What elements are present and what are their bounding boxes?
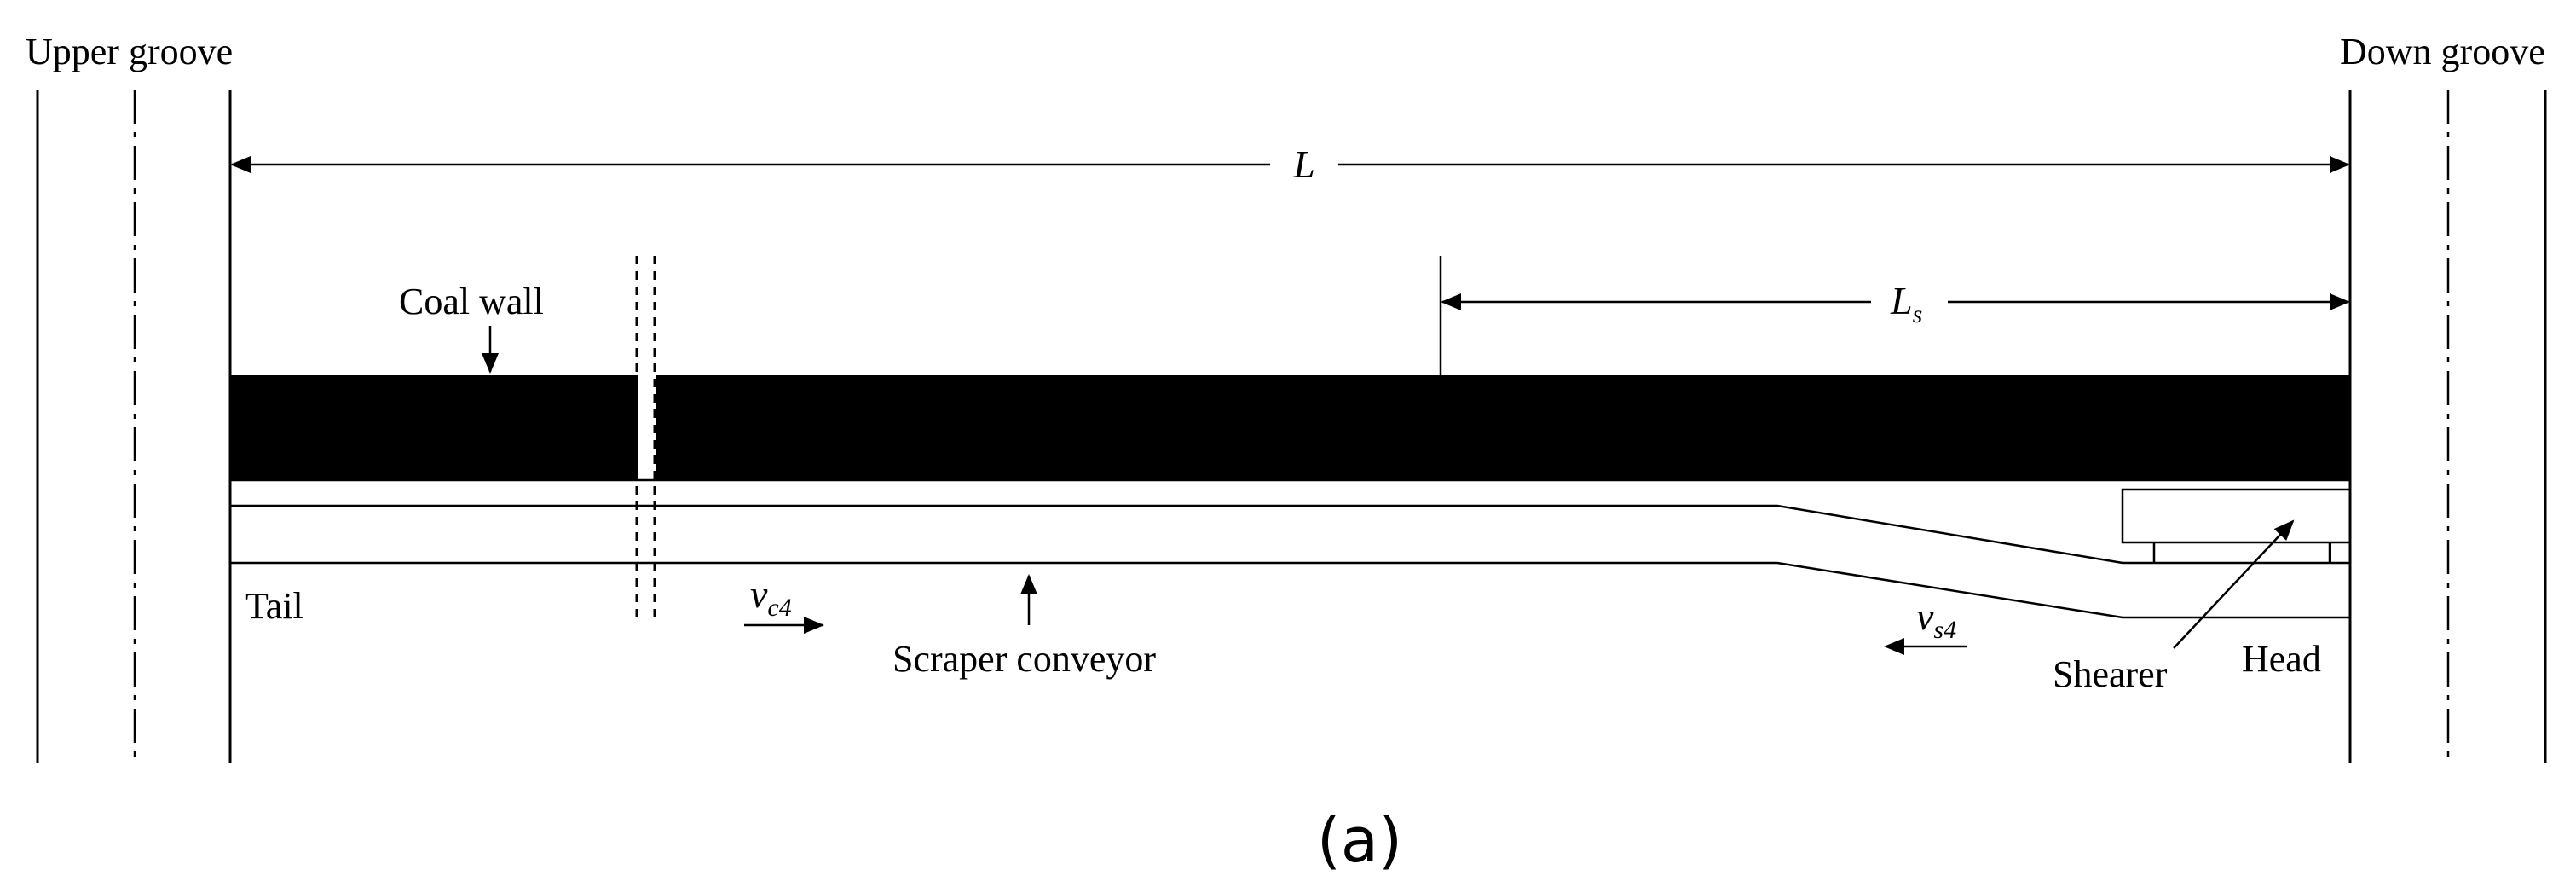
shearer-body <box>2121 488 2352 544</box>
conveyor-lower-edge <box>230 561 2350 619</box>
shearer-label: Shearer <box>2053 653 2168 695</box>
coal-wall-label: Coal wall <box>399 281 544 322</box>
figure-caption: (a) <box>1317 804 1402 876</box>
dimension-L-label: L <box>1292 142 1315 186</box>
dimension-Ls: Ls <box>1439 256 2350 375</box>
conveyor-velocity-label: vc4 <box>750 572 792 622</box>
upper-groove <box>36 90 232 763</box>
coal-wall-right-segment <box>656 375 2350 479</box>
tail-label: Tail <box>245 585 303 627</box>
head-label: Head <box>2242 638 2321 680</box>
dimension-Ls-label: Ls <box>1890 279 1922 328</box>
scraper-conveyor <box>230 478 2350 619</box>
upper-groove-label: Upper groove <box>26 31 233 72</box>
coal-wall-left-segment <box>230 375 638 479</box>
coal-wall <box>230 375 2350 479</box>
down-groove <box>2348 90 2547 763</box>
scraper-conveyor-label: Scraper conveyor <box>892 638 1156 680</box>
conveyor-upper-edge <box>230 504 2350 565</box>
shearer-velocity-label: vs4 <box>1916 594 1956 644</box>
dimension-L: L <box>230 142 2350 186</box>
shearer <box>2121 488 2352 563</box>
down-groove-label: Down groove <box>2340 31 2545 72</box>
shearer-pointer-arrow <box>2173 519 2295 649</box>
